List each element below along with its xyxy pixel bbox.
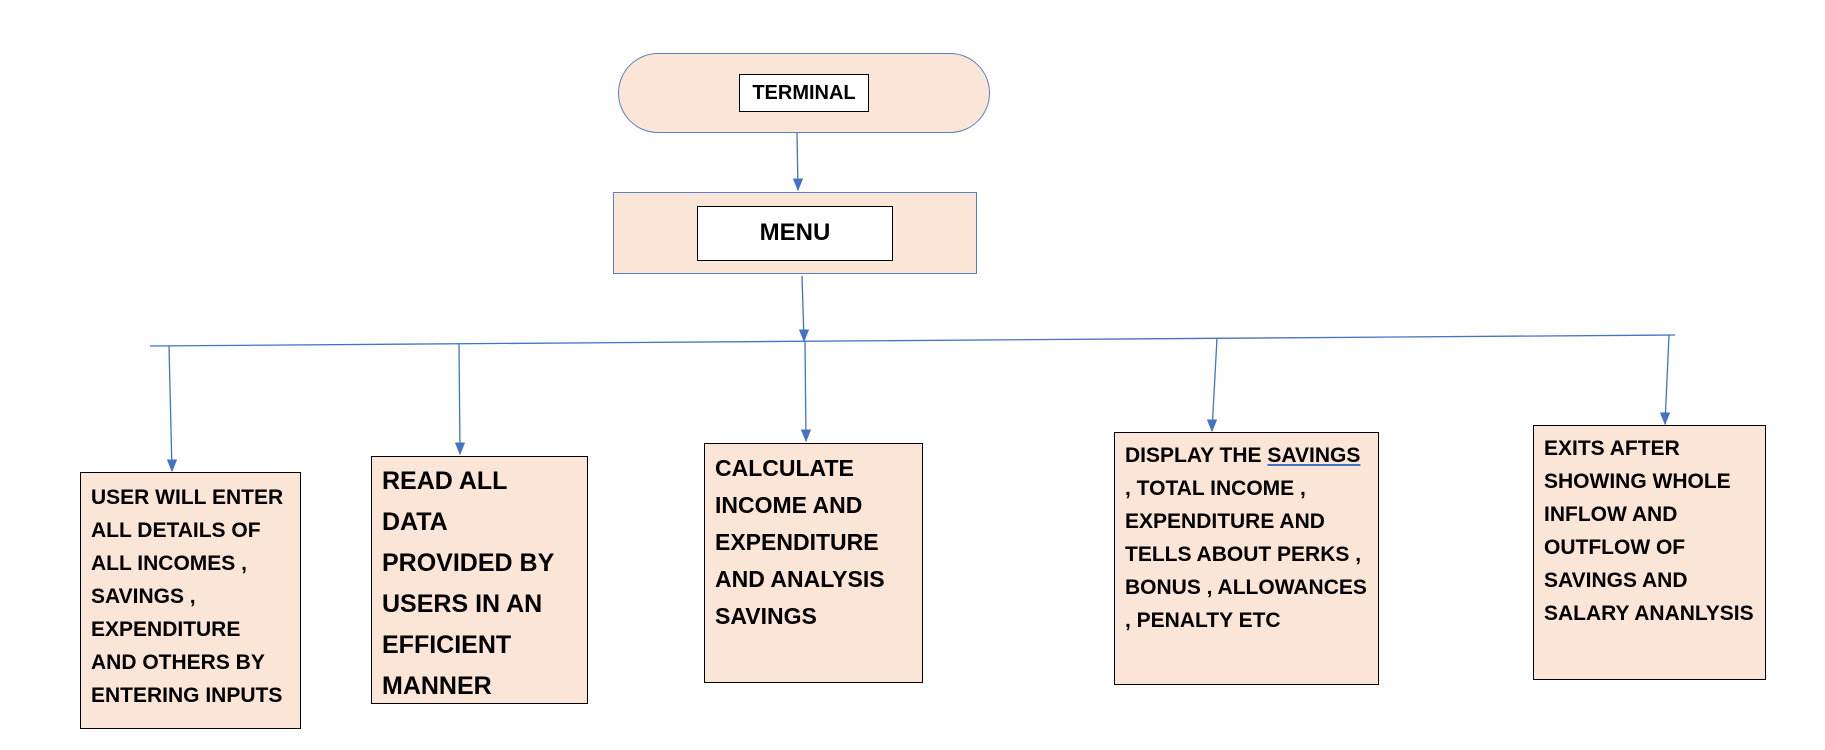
branch-box-enter-details: USER WILL ENTER ALL DETAILS OF ALL INCOM… [80, 472, 301, 729]
arrow-to-box-5 [1659, 334, 1671, 426]
branch-text-suffix: TOTAL INCOME , EXPENDITURE AND TELLS ABO… [1125, 477, 1367, 632]
branch-text: READ ALL DATA PROVIDED BY USERS IN AN EF… [382, 467, 554, 700]
terminal-node: TERMINAL [618, 53, 990, 133]
branch-box-read-data: READ ALL DATA PROVIDED BY USERS IN AN EF… [371, 456, 588, 704]
arrow-to-box-3 [800, 340, 812, 443]
arrow-to-box-1 [166, 345, 178, 473]
menu-node: MENU [613, 192, 977, 274]
horizontal-bus-line [149, 334, 1676, 347]
branch-text: USER WILL ENTER ALL DETAILS OF ALL INCOM… [91, 486, 284, 707]
branch-box-exit: EXITS AFTER SHOWING WHOLE INFLOW AND OUT… [1533, 425, 1766, 680]
branch-box-display: DISPLAY THE SAVINGS , TOTAL INCOME , EXP… [1114, 432, 1379, 685]
branch-text: CALCULATE INCOME AND EXPENDITURE AND ANA… [715, 455, 885, 629]
terminal-label: TERMINAL [739, 74, 869, 112]
arrow-terminal-to-menu [792, 132, 804, 192]
arrow-menu-to-bus [798, 275, 810, 343]
branch-text: EXITS AFTER SHOWING WHOLE INFLOW AND OUT… [1544, 437, 1754, 625]
menu-label: MENU [697, 205, 893, 261]
branch-box-calculate: CALCULATE INCOME AND EXPENDITURE AND ANA… [704, 443, 923, 683]
branch-text-underlined: SAVINGS , [1125, 444, 1361, 500]
branch-text-prefix: DISPLAY THE [1125, 444, 1268, 467]
arrow-to-box-2 [454, 343, 466, 456]
arrow-to-box-4 [1206, 337, 1218, 433]
